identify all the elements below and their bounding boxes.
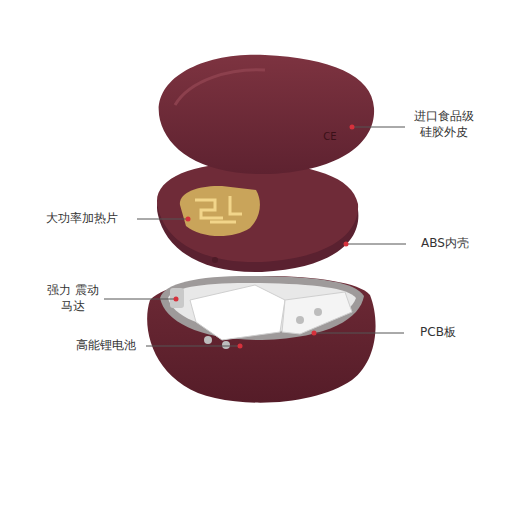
- battery: [190, 285, 285, 340]
- leader-dots: [174, 125, 355, 349]
- callout-label: 大功率加热片: [30, 210, 134, 226]
- heating-plate: [180, 186, 260, 236]
- callout-label: 强力 震动马达: [46, 282, 100, 314]
- ce-mark: CE: [318, 130, 342, 144]
- vibration-motor: [170, 288, 184, 308]
- base-housing: [147, 276, 375, 403]
- callout-label: PCB板: [408, 324, 468, 340]
- callout-label: 高能锂电池: [70, 337, 142, 353]
- callout-label: 进口食品级 硅胶外皮: [410, 108, 478, 140]
- silicone-skin: [159, 55, 374, 174]
- pcb-board: [282, 292, 352, 334]
- callout-label: ABS内壳: [410, 235, 480, 251]
- leader-lines: [104, 127, 406, 346]
- abs-inner-shell: [157, 163, 358, 272]
